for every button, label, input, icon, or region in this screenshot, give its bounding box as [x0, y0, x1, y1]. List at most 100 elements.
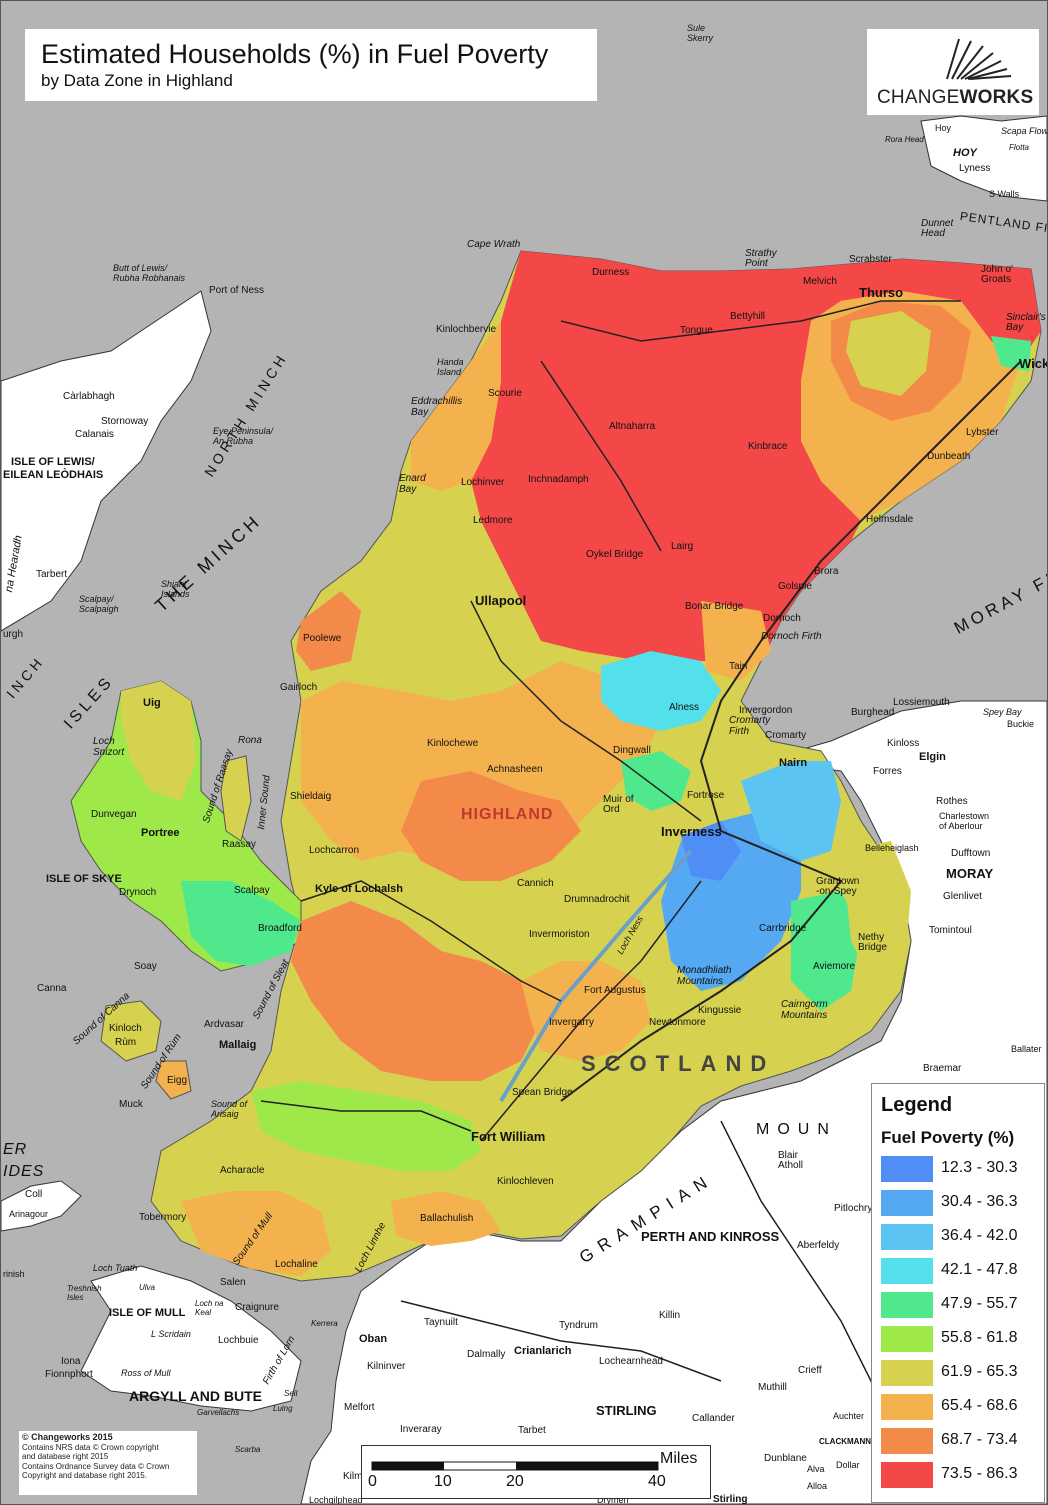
place-bonar-bridge: Bonar Bridge [685, 601, 744, 612]
place-melvich: Melvich [803, 276, 837, 287]
legend-label: 73.5 - 86.3 [941, 1465, 1018, 1482]
place-dufftown: Dufftown [951, 848, 991, 859]
place-flotta: Flotta [1009, 143, 1030, 152]
place-helmsdale: Helmsdale [866, 514, 914, 525]
place-ledmore: Ledmore [473, 515, 513, 526]
legend-row: 65.4 - 68.6 [881, 1394, 1041, 1420]
road-south-2 [400, 1300, 722, 1382]
place-braemar: Braemar [923, 1063, 962, 1074]
place-carrbridge: Carrbridge [759, 923, 807, 934]
legend-label: 36.4 - 42.0 [941, 1227, 1018, 1244]
legend-row: 36.4 - 42.0 [881, 1224, 1041, 1250]
region-moray: MORAY [946, 866, 994, 881]
place-sound-of-arisaig: Sound of Arisaig [211, 1099, 248, 1119]
copyright-line-3: and database right 2015 [22, 1452, 109, 1461]
scale-tick-40: 40 [648, 1473, 666, 1490]
place-rora-head: Rora Head [885, 135, 924, 144]
raasay [220, 755, 252, 842]
legend-label: 61.9 - 65.3 [941, 1363, 1018, 1380]
place-lybster: Lybster [966, 427, 999, 438]
lewis-island [1, 290, 212, 632]
place-carlabhagh: Càrlabhagh [63, 391, 115, 402]
place-glenlivet: Glenlivet [943, 891, 982, 902]
zone-dark-orange-southwest [291, 901, 541, 1081]
legend-row: 73.5 - 86.3 [881, 1462, 1041, 1488]
legend-swatch [881, 1258, 933, 1284]
place-lochgilphead: Lochgilphead [309, 1495, 363, 1505]
place-lochearnhead: Lochearnhead [599, 1356, 663, 1367]
region-isle-of-lewis: ISLE OF LEWIS/ [11, 456, 95, 468]
place-kerrera: Kerrera [311, 1319, 338, 1328]
region-er: ER [3, 1141, 28, 1158]
place-taynuilt: Taynuilt [424, 1317, 458, 1328]
place-kinloch: Kinloch [109, 1023, 142, 1034]
region-ides: IDES [3, 1163, 45, 1180]
legend-row: 12.3 - 30.3 [881, 1156, 1041, 1182]
place-treshnish: Treshnish Isles [67, 1284, 102, 1302]
isle-of-eigg [155, 1060, 192, 1100]
place-shiant-islands: Shiant Islands [161, 579, 190, 599]
place-scalpay-scalpaigh: Scalpay/ Scalpaigh [79, 594, 119, 614]
place-muthill: Muthill [758, 1382, 787, 1393]
place-invermoriston: Invermoriston [529, 929, 590, 940]
map-subtitle: by Data Zone in Highland [41, 71, 233, 90]
place-ballachulish: Ballachulish [420, 1213, 474, 1224]
region-scotland: SCOTLAND [581, 1051, 776, 1076]
map-title-box: Estimated Households (%) in Fuel Poverty… [25, 29, 597, 101]
place-golspie: Golspie [778, 581, 812, 592]
logo-text-light: CHANGE [877, 87, 960, 108]
road-a87 [300, 880, 562, 1002]
legend-label: 12.3 - 30.3 [941, 1159, 1018, 1176]
zone-orange-ballachulish [391, 1191, 501, 1246]
place-rum: Rùm [115, 1037, 137, 1048]
legend-row: 47.9 - 55.7 [881, 1292, 1041, 1318]
place-craignure: Craignure [235, 1302, 279, 1313]
place-buckie: Buckie [1007, 719, 1035, 729]
legend-label: 68.7 - 73.4 [941, 1431, 1018, 1448]
legend-row: 55.8 - 61.8 [881, 1326, 1041, 1352]
place-callander: Callander [692, 1413, 735, 1424]
region-argyll-bute: ARGYLL AND BUTE [129, 1388, 262, 1404]
place-bettyhill: Bettyhill [730, 311, 766, 322]
region-isle-of-mull: ISLE OF MULL [109, 1307, 186, 1319]
place-garvellachs: Garvellachs [197, 1408, 240, 1417]
legend-row: 42.1 - 47.8 [881, 1258, 1041, 1284]
place-hoy-small: Hoy [935, 123, 952, 133]
scale-tick-10: 10 [434, 1473, 452, 1490]
place-muir-of-ord: Muir of Ord [603, 794, 634, 815]
place-melfort: Melfort [344, 1402, 375, 1413]
place-scourie: Scourie [488, 388, 522, 399]
zone-yellow-thurso [846, 311, 931, 396]
place-crieff: Crieff [798, 1365, 822, 1376]
legend-label: 55.8 - 61.8 [941, 1329, 1018, 1346]
place-alva: Alva [807, 1464, 825, 1474]
legend-swatch [881, 1224, 933, 1250]
place-clackmannan: CLACKMANNANSHI [819, 1437, 896, 1446]
place-uig: Uig [143, 697, 161, 709]
place-strathy-point: Strathy Point [745, 248, 777, 269]
place-tobermory: Tobermory [139, 1212, 187, 1223]
place-fionnphort: Fionnphort [45, 1369, 93, 1380]
place-inchnadamph: Inchnadamph [528, 474, 589, 485]
place-poolewe: Poolewe [303, 633, 342, 644]
place-dingwall: Dingwall [613, 745, 651, 756]
legend-swatch [881, 1394, 933, 1420]
place-aviemore: Aviemore [813, 961, 856, 972]
place-loch-snizort: Loch Snizort [93, 736, 125, 758]
legend-label: 30.4 - 36.3 [941, 1193, 1018, 1210]
place-inveraray: Inveraray [400, 1424, 442, 1435]
place-charlestown: Charlestown of Aberlour [939, 811, 990, 831]
region-highland: HIGHLAND [461, 806, 554, 823]
place-raasay: Raasay [222, 839, 256, 850]
place-kinlochleven: Kinlochleven [497, 1176, 554, 1187]
legend-label: 47.9 - 55.7 [941, 1295, 1018, 1312]
mull-island [80, 1265, 302, 1412]
legend-swatch [881, 1190, 933, 1216]
place-nethy-bridge: Nethy Bridge [858, 932, 887, 953]
place-grantown: Grantown -on-Spey [816, 876, 860, 897]
logo-text: CHANGEWORKS [877, 87, 1033, 109]
place-cape-wrath: Cape Wrath [467, 239, 521, 250]
place-luing: Luing [273, 1404, 293, 1413]
place-kinloss: Kinloss [887, 738, 920, 749]
